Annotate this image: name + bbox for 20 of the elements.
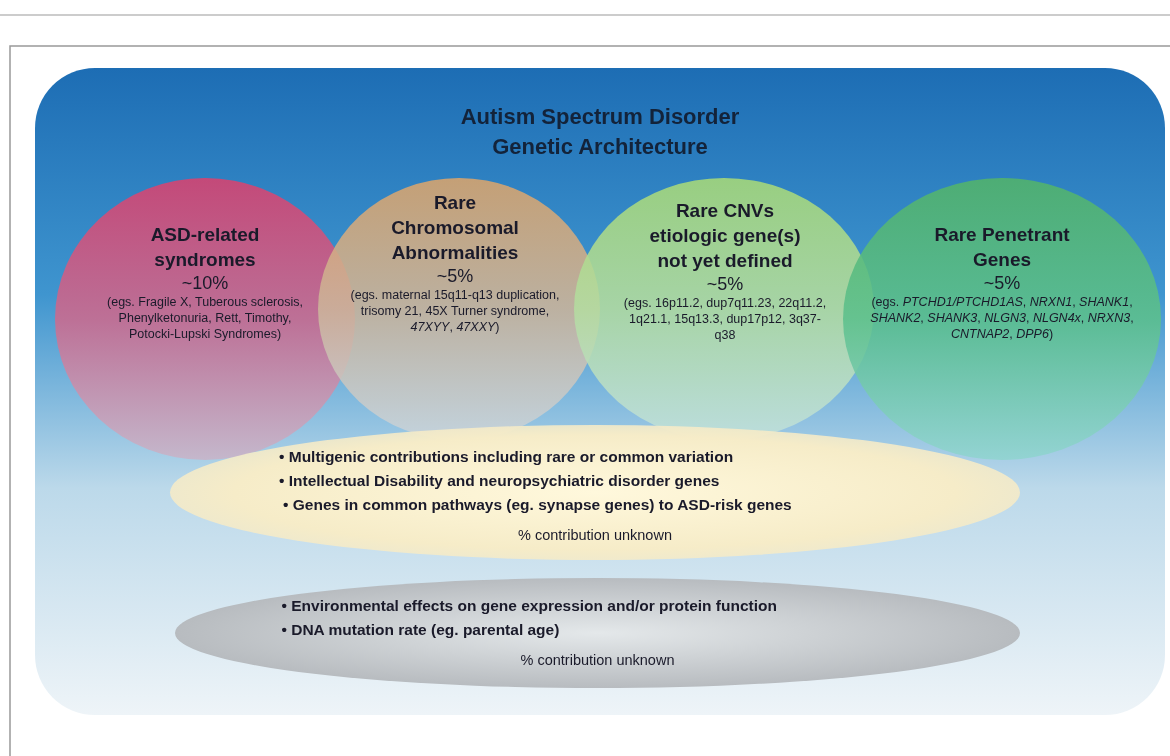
example-list: (egs. PTCHD1/PTCHD1AS, NRXN1, SHANK1, SHANK2, SHANK3, NLGN3, NLGN4x, NRXN3, CNTNAP2, DPP6): [862, 294, 1142, 342]
note-text: % contribution unknown: [517, 525, 673, 545]
category-heading: Rare CNVs etiologic gene(s) not yet defined: [648, 199, 802, 273]
example-list: (egs. Fragile X, Tuberous sclerosis, Phenylketonuria, Rett, Timothy, Potocki-Lupski Syndromes): [100, 294, 310, 342]
example-list: (egs. maternal 15q11-q13 duplication, trisomy 21, 45X Turner syndrome, 47XYY, 47XXY): [350, 287, 560, 335]
bullet-item: • DNA mutation rate (eg. parental age): [280, 620, 561, 640]
percent-value: ~10%: [181, 272, 229, 294]
note-text: % contribution unknown: [519, 651, 676, 670]
bullet-item: • Intellectual Disability and neuropsychiatric disorder genes: [278, 470, 721, 491]
bullet-item: • Environmental effects on gene expression and/or protein function: [280, 596, 778, 616]
diagram-title: Autism Spectrum Disorder Genetic Architecture: [459, 103, 741, 161]
percent-value: ~5%: [706, 273, 744, 295]
category-heading: ASD-related syndromes: [149, 223, 261, 272]
percent-value: ~5%: [436, 265, 474, 287]
category-heading: Rare Penetrant Genes: [933, 223, 1071, 272]
example-list: (egs. 16p11.2, dup7q11.23, 22q11.2, 1q21.1, 15q13.3, dup17p12, 3q37-q38: [620, 295, 830, 343]
bullet-item: • Genes in common pathways (eg. synapse genes) to ASD-risk genes: [282, 494, 793, 515]
category-heading: Rare Chromosomal Abnormalities: [390, 191, 520, 265]
percent-value: ~5%: [983, 272, 1021, 294]
bullet-item: • Multigenic contributions including rare or common variation: [278, 446, 735, 467]
